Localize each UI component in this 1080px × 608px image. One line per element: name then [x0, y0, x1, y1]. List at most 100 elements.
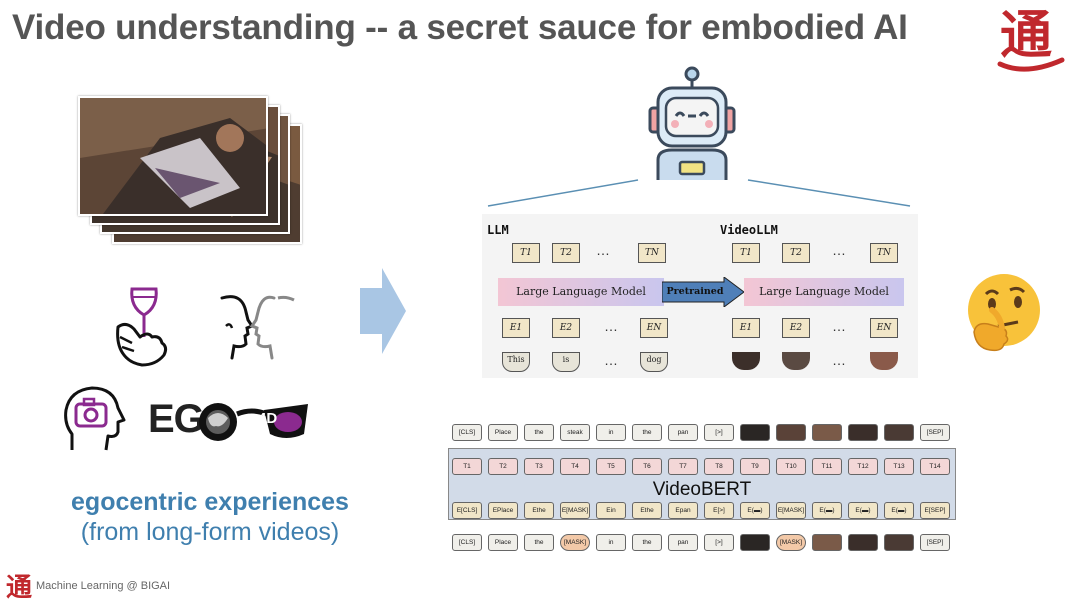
caption-egocentric: egocentric experiences [71, 488, 349, 516]
videobert-t-token: T4 [560, 458, 590, 475]
videollm-input-ellipsis: … [832, 352, 846, 368]
videobert-frame-thumbnail [812, 534, 842, 551]
videobert-t-token: T9 [740, 458, 770, 475]
videobert-t-token: T10 [776, 458, 806, 475]
robot-icon [648, 66, 736, 180]
videobert-frame-thumbnail [740, 534, 770, 551]
videobert-e-token: Epan [668, 502, 698, 519]
slide-title: Video understanding -- a secret sauce fo… [12, 8, 908, 47]
videobert-frame-thumbnail [812, 424, 842, 441]
llm-embedding-token: EN [640, 318, 668, 338]
videobert-frame-thumbnail [884, 534, 914, 551]
videobert-bottom-token: in [596, 534, 626, 551]
videobert-bottom-token: the [632, 534, 662, 551]
llm-output-ellipsis: … [596, 242, 610, 258]
videollm-frame-thumbnail [870, 352, 898, 370]
videobert-bottom-token: [SEP] [920, 534, 950, 551]
videobert-t-token: T13 [884, 458, 914, 475]
video-frames-stack [78, 96, 308, 256]
videobert-t-token: T2 [488, 458, 518, 475]
thinking-face-icon [968, 274, 1040, 352]
videobert-top-token: [CLS] [452, 424, 482, 441]
caption-longform: (from long-form videos) [80, 518, 340, 546]
ego4d-glasses-icon [199, 403, 308, 441]
videobert-t-token: T12 [848, 458, 878, 475]
videobert-t-token: T3 [524, 458, 554, 475]
llm-embedding-token: E2 [552, 318, 580, 338]
videollm-output-token: T1 [732, 243, 760, 263]
videobert-top-token: [SEP] [920, 424, 950, 441]
videobert-frame-thumbnail [884, 424, 914, 441]
pretrained-label: Pretrained [666, 286, 724, 297]
llm-input-word: is [552, 352, 580, 372]
videobert-e-token: Ethe [632, 502, 662, 519]
footer-logo: 通 [6, 573, 33, 603]
videobert-e-token: Ein [596, 502, 626, 519]
videollm-embedding-ellipsis: … [832, 318, 846, 334]
bigai-logo: 通 [1000, 5, 1053, 66]
video-frame-front [78, 96, 268, 216]
videobert-frame-thumbnail [848, 424, 878, 441]
videobert-label: VideoBERT [652, 479, 752, 500]
videollm-model-label: Large Language Model [759, 285, 889, 298]
videobert-e-token: E(▬) [884, 502, 914, 519]
videobert-bottom-token: [>] [704, 534, 734, 551]
videobert-frame-thumbnail [776, 424, 806, 441]
videobert-t-token: T8 [704, 458, 734, 475]
llm-output-token: T1 [512, 243, 540, 263]
videollm-embedding-token: E2 [782, 318, 810, 338]
videobert-top-token: the [524, 424, 554, 441]
videobert-top-token: [>] [704, 424, 734, 441]
llm-model-label: Large Language Model [516, 285, 646, 298]
videobert-bottom-token: pan [668, 534, 698, 551]
llm-input-ellipsis: … [604, 352, 618, 368]
videobert-bottom-token: Place [488, 534, 518, 551]
llm-input-word: This [502, 352, 530, 372]
videobert-e-token: E(▬) [848, 502, 878, 519]
videobert-frame-thumbnail [740, 424, 770, 441]
ego4d-logo-text: EG [148, 397, 205, 441]
videobert-e-token: E[>] [704, 502, 734, 519]
videobert-top-token: in [596, 424, 626, 441]
videobert-e-token: E[SEP] [920, 502, 950, 519]
videollm-model-band: Large Language Model [744, 278, 904, 306]
videobert-t-token: T6 [632, 458, 662, 475]
logo-swoosh-icon [997, 57, 1065, 72]
videobert-e-token: EPlace [488, 502, 518, 519]
videollm-frame-thumbnail [732, 352, 760, 370]
videollm-output-ellipsis: … [832, 242, 846, 258]
ego4d-4d-label: 4D [258, 410, 278, 427]
robot-connector-lines [487, 179, 911, 207]
llm-embedding-token: E1 [502, 318, 530, 338]
llm-embedding-ellipsis: … [604, 318, 618, 334]
videobert-e-token: E(▬) [740, 502, 770, 519]
videobert-e-token: E[MASK] [776, 502, 806, 519]
videollm-frame-thumbnail [782, 352, 810, 370]
head-camera-icon [64, 386, 126, 451]
llm-output-token: TN [638, 243, 666, 263]
videobert-bottom-token: [MASK] [560, 534, 590, 551]
videobert-e-token: E(▬) [812, 502, 842, 519]
videollm-embedding-token: EN [870, 318, 898, 338]
videobert-e-token: E[CLS] [452, 502, 482, 519]
videollm-label: VideoLLM [720, 223, 778, 237]
hand-wine-glass-icon [116, 287, 168, 367]
videobert-frame-thumbnail [848, 534, 878, 551]
pretrained-arrow-icon [662, 277, 744, 307]
llm-input-word: dog [640, 352, 668, 372]
videobert-e-token: E[MASK] [560, 502, 590, 519]
videobert-bottom-token: [CLS] [452, 534, 482, 551]
llm-output-token: T2 [552, 243, 580, 263]
right-arrow-icon [360, 268, 406, 354]
videobert-top-token: Place [488, 424, 518, 441]
videobert-top-token: the [632, 424, 662, 441]
videobert-e-token: Ethe [524, 502, 554, 519]
videobert-t-token: T5 [596, 458, 626, 475]
videollm-embedding-token: E1 [732, 318, 760, 338]
videobert-t-token: T11 [812, 458, 842, 475]
footer: 通 Machine Learning @ BIGAI [6, 571, 226, 603]
two-faces-icon [220, 295, 295, 360]
videobert-t-token: T14 [920, 458, 950, 475]
videobert-bottom-token: [MASK] [776, 534, 806, 551]
